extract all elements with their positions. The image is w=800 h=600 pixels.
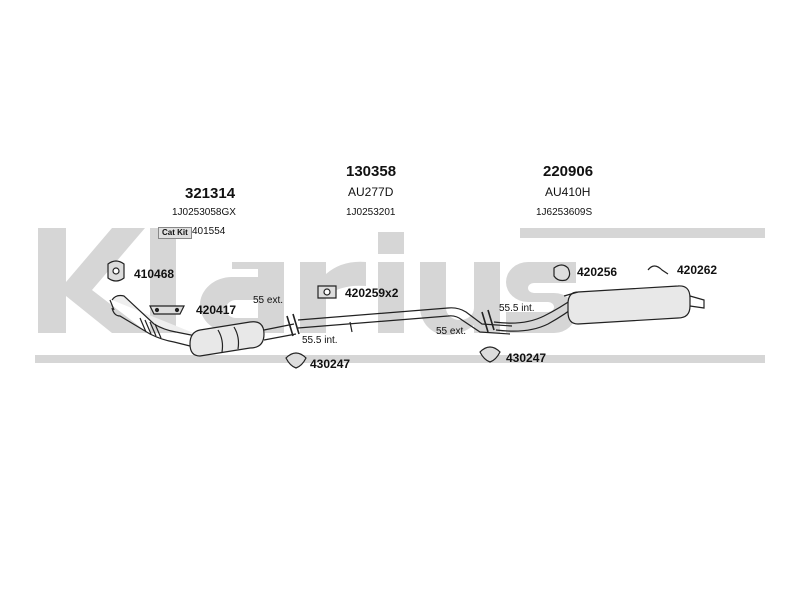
hanger-hook-icon xyxy=(647,265,669,275)
oem-number: 1J0253201 xyxy=(346,207,396,218)
cat-kit-number[interactable]: 401554 xyxy=(192,226,226,237)
part-430247[interactable]: 430247 xyxy=(310,357,351,371)
clamp-ring-icon xyxy=(479,346,501,363)
clamp-icon xyxy=(149,305,185,315)
center-pipe xyxy=(297,307,513,327)
part-420259x2[interactable]: 420259x2 xyxy=(345,286,399,300)
oem-number: 1J6253609S xyxy=(536,207,593,218)
part-420256[interactable]: 420256 xyxy=(577,265,618,279)
rear-silencer xyxy=(567,285,691,325)
cat-kit-badge: Cat Kit xyxy=(158,227,192,239)
flex-section xyxy=(139,317,162,339)
front-pipe xyxy=(111,294,207,339)
joint-int-dimension: 55.5 int. xyxy=(499,303,535,314)
joint-int-dimension: 55.5 int. xyxy=(302,335,338,346)
oem-number: 1J0253058GX xyxy=(172,207,236,218)
joint-ext-dimension: 55 ext. xyxy=(253,295,284,306)
manufacturer-code: AU277D xyxy=(348,185,394,199)
part-number-321314[interactable]: 321314 xyxy=(185,185,236,202)
part-number-220906[interactable]: 220906 xyxy=(543,163,594,180)
hanger-icon xyxy=(553,264,571,282)
joint-ext-dimension: 55 ext. xyxy=(436,326,467,337)
manufacturer-code: AU410H xyxy=(545,185,591,199)
part-420417[interactable]: 420417 xyxy=(196,303,237,317)
catalytic-converter xyxy=(189,321,265,357)
clamp-ring-icon xyxy=(285,352,307,369)
part-410468[interactable]: 410468 xyxy=(134,267,175,281)
part-420262[interactable]: 420262 xyxy=(677,263,718,277)
part-number-130358[interactable]: 130358 xyxy=(346,163,397,180)
part-430247[interactable]: 430247 xyxy=(506,351,547,365)
